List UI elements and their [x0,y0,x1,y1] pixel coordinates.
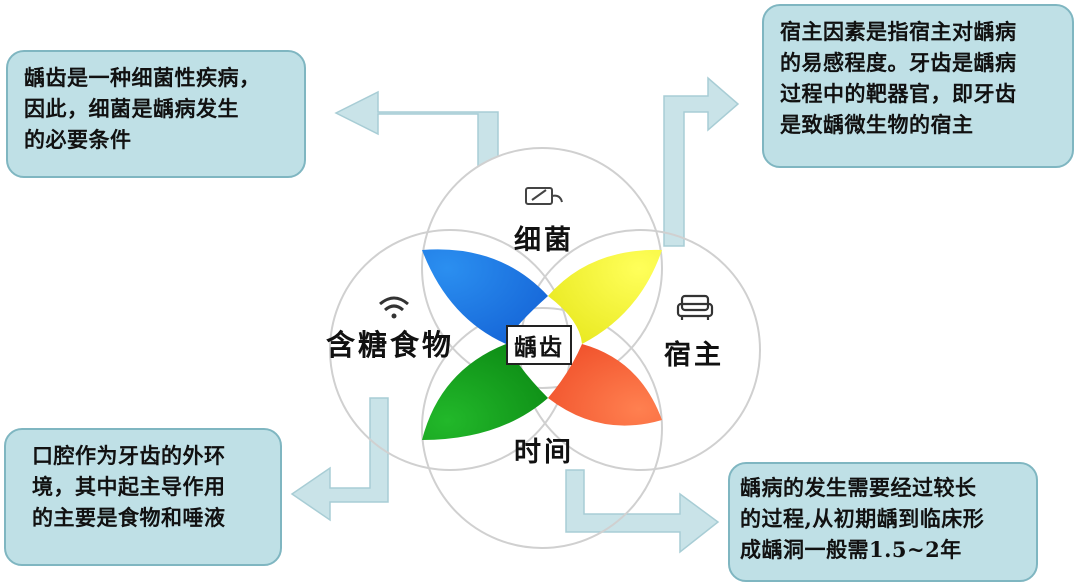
callout-line: 成龋洞一般需1.5~2年 [740,537,962,562]
callout-line: 宿主因素是指宿主对龋病 [780,19,1017,44]
callout-line: 的易感程度。牙齿是龋病 [780,50,1017,75]
circle-time [421,307,663,549]
arrow-to-top-right [663,76,740,247]
arrow-to-top-left [334,90,499,181]
label-host: 宿主 [664,340,724,371]
label-bacteria: 细菌 [514,225,574,256]
callout-line: 的主要是食物和唾液 [32,505,226,530]
toothbrush-icon [525,187,563,205]
callout-line: 过程中的靶器官，即牙齿 [780,81,1017,106]
center-label-caries: 龋齿 [506,325,572,365]
wifi-icon [379,296,409,319]
callout-food: 口腔作为牙齿的外环 境，其中起主导作用 的主要是食物和唾液 [4,428,282,566]
callout-host: 宿主因素是指宿主对龋病 的易感程度。牙齿是龋病 过程中的靶器官，即牙齿 是致龋微… [762,4,1074,168]
arrow-to-bottom-left [290,397,389,522]
petal-orange [548,344,662,426]
callout-line: 的过程,从初期龋到临床形 [740,506,985,531]
callout-line: 的必要条件 [24,127,132,152]
petal-green [422,344,548,440]
callout-line: 龋病的发生需要经过较长 [740,475,977,500]
callout-line: 口腔作为牙齿的外环 [32,443,226,468]
callout-line: 龋齿是一种细菌性疾病， [24,65,261,90]
callout-line: 是致龋微生物的宿主 [780,112,974,137]
petal-blue [422,249,548,344]
petal-yellow [548,249,662,344]
callout-bacteria: 龋齿是一种细菌性疾病， 因此，细菌是龋病发生 的必要条件 [6,50,306,178]
label-sugary-food: 含糖食物 [326,328,455,362]
callout-line: 境，其中起主导作用 [32,474,226,499]
callout-time: 龋病的发生需要经过较长 的过程,从初期龋到临床形 成龋洞一般需1.5~2年 [728,462,1038,582]
sofa-icon [676,294,714,320]
callout-line: 因此，细菌是龋病发生 [24,96,239,121]
label-time: 时间 [514,437,574,468]
